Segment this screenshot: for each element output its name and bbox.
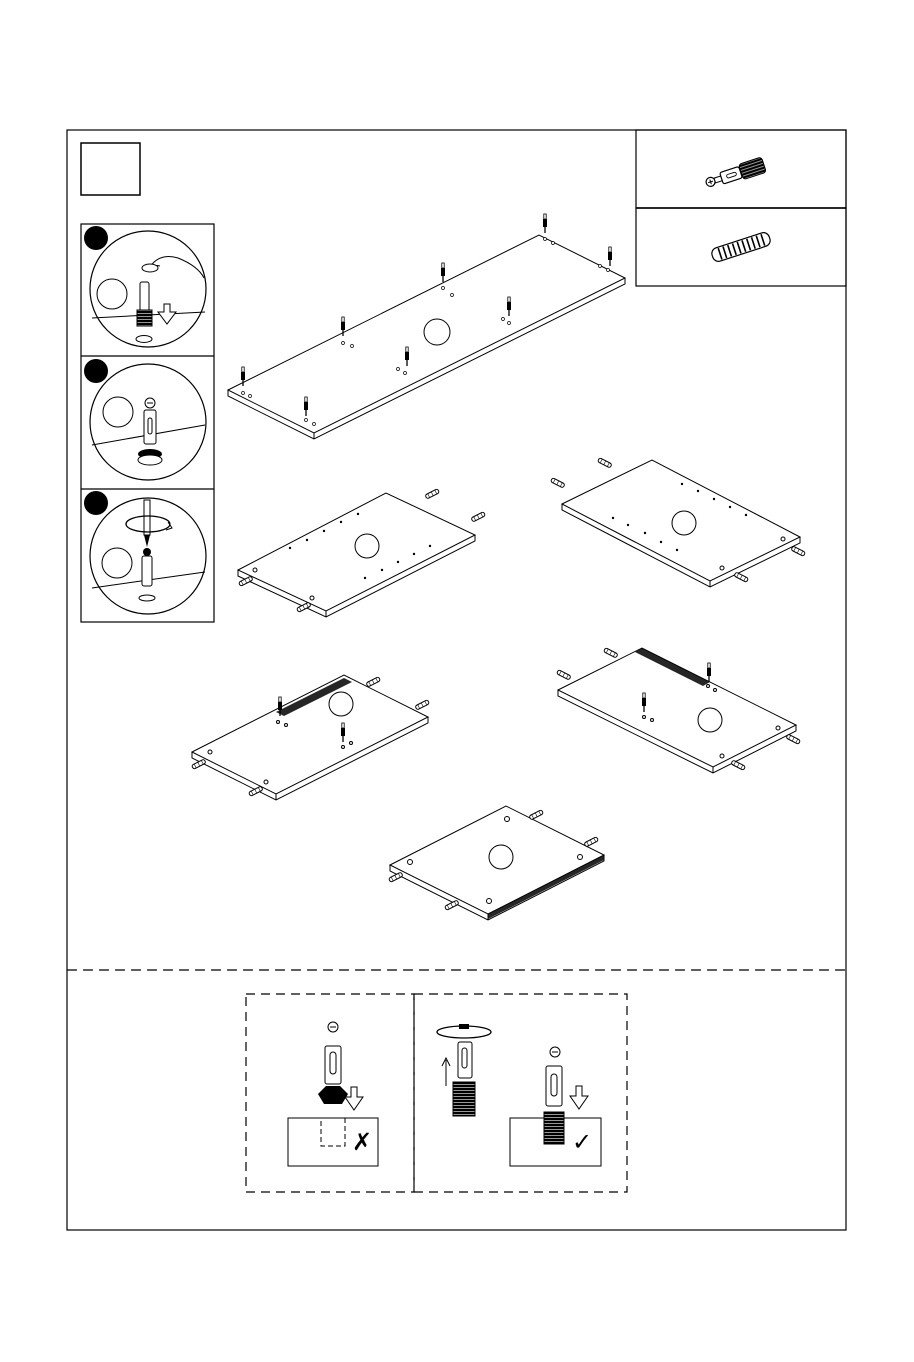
side-panel-left-part-ref (355, 534, 379, 558)
substep-1-marker (84, 226, 108, 250)
substep-3-marker (84, 491, 108, 515)
wooden-dowel-icon (710, 231, 771, 263)
substep-column (81, 224, 214, 622)
wrong-mark: ✗ (352, 1129, 372, 1156)
substep-1-part-ref (97, 279, 127, 309)
top-panel-part-ref (424, 319, 450, 345)
shelf-right (557, 648, 801, 773)
step-number-box (81, 143, 140, 195)
shelf-left-part-ref (329, 692, 353, 716)
shelf-right-part-ref (698, 708, 722, 732)
substep-2-marker (84, 359, 108, 383)
substep-1 (84, 226, 206, 347)
side-panel-left (238, 489, 485, 617)
hardware-legend (636, 130, 846, 286)
shelf-left (192, 675, 430, 800)
tip-right-box: ✓ (414, 994, 627, 1192)
top-panel (228, 214, 625, 439)
bottom-panel (389, 806, 604, 920)
cam-bolt-icon (704, 157, 766, 191)
right-mark: ✓ (572, 1129, 592, 1156)
side-panel-right (551, 458, 806, 587)
substep-2-part-ref (103, 397, 133, 427)
side-panel-right-part-ref (672, 511, 696, 535)
tip-wrong-box: ✗ (246, 994, 414, 1192)
substep-3-part-ref (102, 548, 132, 578)
bottom-panel-part-ref (489, 845, 513, 869)
substep-3 (84, 491, 206, 614)
substep-2 (84, 359, 206, 480)
